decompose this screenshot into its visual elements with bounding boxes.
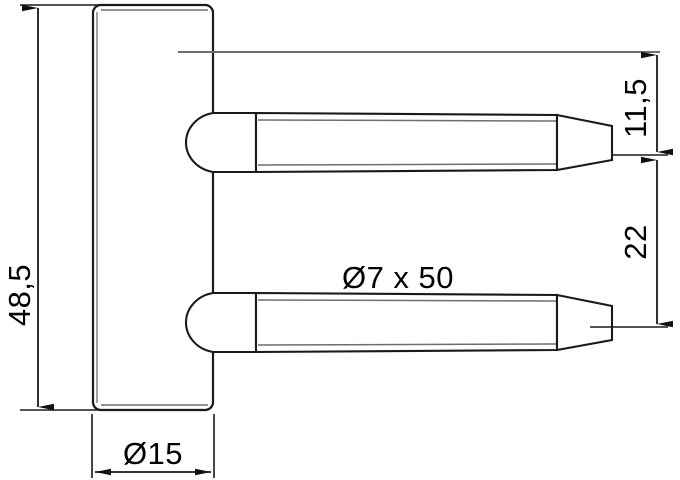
upper-pin-chamfer-tip — [555, 113, 614, 172]
lower-pin — [184, 291, 614, 354]
top-offset-dimension: 11,5 — [612, 51, 673, 156]
upper-pin-shaft — [254, 111, 559, 174]
upper-pin-inner-line-top — [257, 119, 557, 122]
upper-pin-inner-line-bottom — [257, 163, 557, 166]
pin-spacing-label: 22 — [618, 224, 653, 259]
body-diameter-dimension: Ø15 — [91, 414, 215, 478]
pin-spec-label: Ø7 x 50 — [342, 260, 454, 295]
top-offset-label: 11,5 — [618, 78, 653, 138]
pin-spacing-dimension: 22 — [590, 156, 673, 328]
upper-pin-rounded-end — [184, 111, 258, 174]
lower-pin-inner-line-bottom — [257, 343, 557, 346]
upper-pin — [184, 111, 614, 174]
height-dimension: 48,5 — [2, 4, 150, 411]
body-outline — [91, 3, 215, 412]
lower-pin-inner-line-top — [257, 299, 557, 302]
lower-pin-shaft — [254, 291, 559, 354]
lower-pin-rounded-end — [184, 291, 258, 354]
body-diameter-label: Ø15 — [123, 436, 183, 471]
lower-pin-chamfer-tip — [555, 293, 614, 352]
height-dimension-label: 48,5 — [2, 264, 37, 326]
hinge-body — [91, 3, 215, 412]
